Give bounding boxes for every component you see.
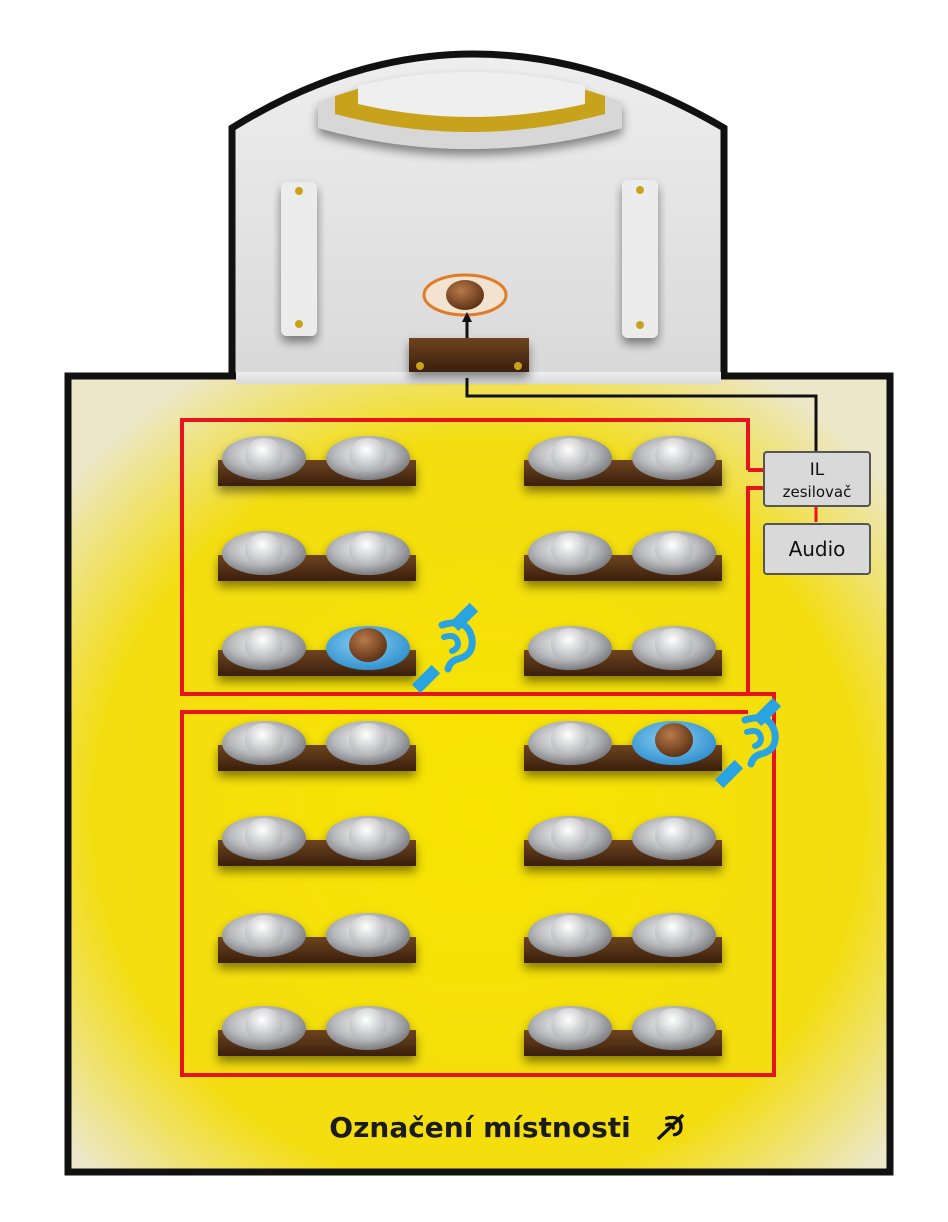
desk-row [524,913,722,963]
person-head [551,818,589,852]
desk-row [524,531,722,581]
desk-row [524,816,722,866]
person-head [349,1008,387,1042]
person-head [551,438,589,472]
person-head [245,818,283,852]
person-head [349,915,387,949]
desk-row [218,436,416,486]
person-head [551,723,589,757]
left-panel [281,182,317,336]
desk-row [218,721,416,771]
amplifier-label-line2: zesilovač [783,483,852,501]
desk-row [218,816,416,866]
person-head [655,438,693,472]
person-head [655,818,693,852]
il-amplifier[interactable]: IL zesilovač [763,451,871,507]
person-head [551,1008,589,1042]
desk-row [218,1006,416,1056]
desk-row [218,626,416,676]
person-head [245,438,283,472]
room-floor [64,372,894,1176]
audio-label: Audio [789,537,846,561]
desk-row [218,531,416,581]
listener-head [655,723,693,757]
signal-wire [465,378,818,452]
room-label: Označení místnosti [329,1111,630,1144]
microphone-arrow [462,312,472,322]
person-head [245,723,283,757]
person-head [349,438,387,472]
desk-row [524,721,722,771]
lectern [409,338,529,372]
person-head [655,628,693,662]
hearing-loop-icon [411,602,479,694]
person-head [551,628,589,662]
stage-opening-cover [236,372,721,384]
speaker-icon [422,273,508,317]
hearing-loop-icon [714,697,782,789]
person-head [349,818,387,852]
right-panel [622,180,658,338]
desk-row [218,913,416,963]
altar [318,72,622,149]
person-head [245,533,283,567]
desk-row [524,626,722,676]
desk-row [524,1006,722,1056]
person-head [245,628,283,662]
person-head [245,915,283,949]
person-head [349,533,387,567]
amplifier-label-line1: IL [810,460,825,480]
person-head [245,1008,283,1042]
audio-source[interactable]: Audio [763,523,871,575]
person-head [551,533,589,567]
person-head [655,915,693,949]
person-head [655,533,693,567]
person-head [655,1008,693,1042]
person-head [551,915,589,949]
loop-zone-2 [180,486,776,1077]
person-head [349,723,387,757]
listener-head [349,628,387,662]
room-label-hearing-loop-icon [652,1111,688,1143]
desk-row [524,436,722,486]
seating-area [218,436,722,1056]
